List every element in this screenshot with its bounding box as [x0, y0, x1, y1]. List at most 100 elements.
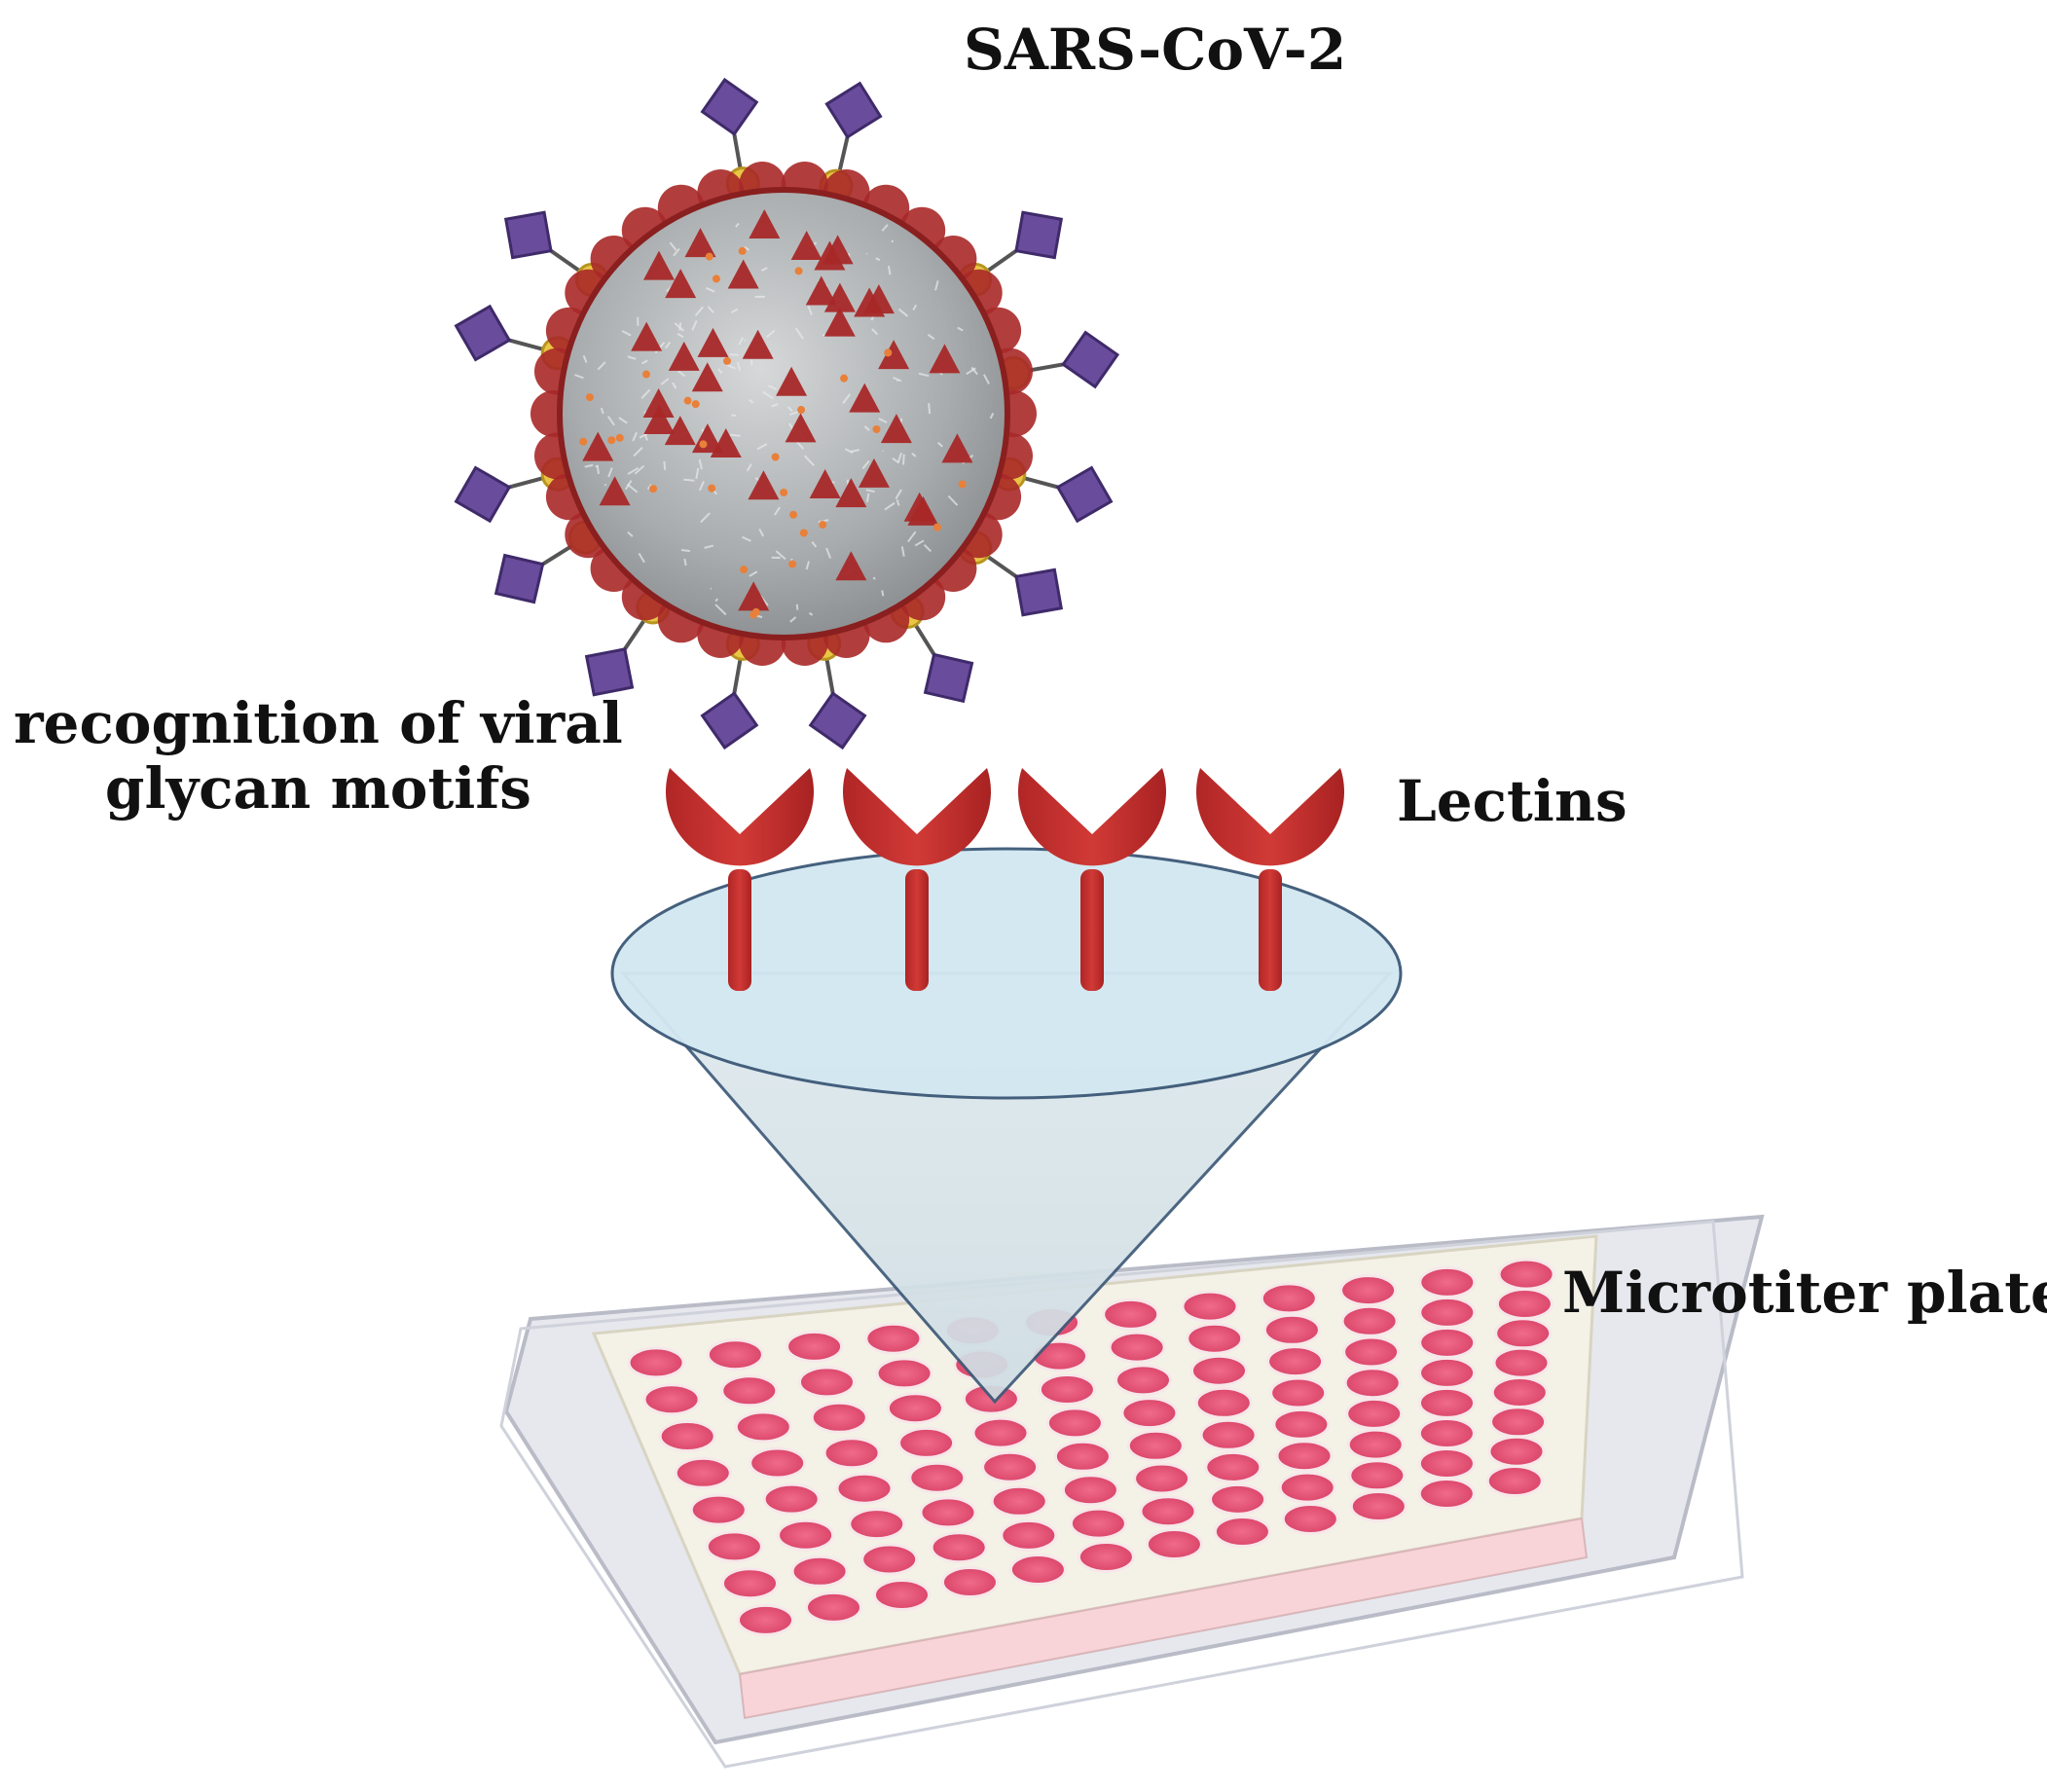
plate-well [1497, 1290, 1552, 1319]
plate-well [660, 1422, 714, 1451]
plate-well [877, 1359, 932, 1388]
plate-well [1141, 1497, 1195, 1526]
plate-well [899, 1428, 954, 1457]
glycan-diamond [826, 84, 880, 137]
plate-well [1499, 1260, 1554, 1289]
plate-well [1206, 1452, 1261, 1481]
glycan-diamond [703, 693, 757, 748]
plate-well [779, 1520, 833, 1550]
surface-fibre [797, 604, 798, 610]
plate-well [1345, 1369, 1400, 1398]
plate-well [1211, 1484, 1265, 1514]
plate-well [992, 1486, 1046, 1516]
surface-fibre [903, 455, 904, 465]
lectin-stem [1080, 869, 1104, 991]
plate-well [1110, 1333, 1164, 1362]
plate-well [1420, 1328, 1475, 1357]
virus-surface-dot [708, 485, 715, 493]
recognition-label-line1: recognition of viral [14, 691, 623, 756]
plate-well [1147, 1530, 1201, 1559]
glycan-diamond [587, 649, 633, 695]
plate-well [1196, 1388, 1251, 1417]
plate-well [1283, 1505, 1337, 1534]
plate-well [1078, 1543, 1133, 1572]
surface-fibre [683, 480, 694, 481]
virus-surface-dot [780, 489, 787, 496]
plate-well [1183, 1292, 1237, 1321]
plate-well [1420, 1388, 1475, 1417]
plate-well [800, 1368, 855, 1397]
plate-well [1002, 1520, 1056, 1550]
plate-well [1419, 1449, 1474, 1479]
lectin-head [1196, 768, 1344, 865]
lectin-head [666, 768, 814, 865]
plate-well [722, 1376, 777, 1406]
plate-well [736, 1412, 790, 1442]
virus-body [560, 190, 1007, 638]
surface-fibre [882, 590, 883, 596]
plate-well [1261, 1284, 1316, 1313]
plate-well [812, 1403, 866, 1432]
plate-well [750, 1448, 805, 1478]
virus-surface-dot [649, 485, 657, 493]
plate-well [792, 1556, 847, 1586]
plate-well [1492, 1378, 1547, 1408]
virus-surface-dot [607, 436, 615, 444]
glycan-diamond [1016, 212, 1061, 257]
glycan-diamond [811, 693, 865, 748]
plate-well [1280, 1473, 1334, 1502]
plate-well [1104, 1299, 1158, 1329]
plate-well [1351, 1492, 1406, 1521]
plate-well [921, 1498, 975, 1527]
sars-cov-2-virion [457, 80, 1117, 748]
plate-well [1063, 1476, 1117, 1505]
plate-well [629, 1348, 683, 1377]
plate-well [1188, 1324, 1242, 1353]
lectin-stem [1259, 869, 1282, 991]
plate-well [866, 1324, 921, 1353]
glycan-diamond [506, 212, 551, 257]
plate-well [850, 1510, 904, 1539]
virus-surface-dot [884, 348, 892, 356]
virus-surface-dot [789, 511, 797, 519]
plate-well [1071, 1509, 1125, 1538]
plate-well [1350, 1461, 1405, 1490]
plate-well [723, 1569, 778, 1598]
plate-well [764, 1484, 819, 1514]
glycan-diamond [1016, 569, 1061, 614]
glycan-diamond [1063, 333, 1117, 387]
glycan-diamond [496, 556, 543, 603]
plate-well [807, 1592, 861, 1622]
plate-well [1047, 1408, 1102, 1438]
virus-surface-dot [642, 371, 650, 379]
plate-well [1496, 1319, 1551, 1348]
virus-surface-dot [706, 253, 713, 261]
lectin-stem [728, 869, 751, 991]
plate-well [787, 1332, 842, 1361]
plate-well [1420, 1267, 1475, 1297]
virus-surface-dot [795, 267, 803, 274]
virus-surface-dot [713, 274, 720, 282]
virus-surface-dot [739, 247, 747, 255]
plate-well [676, 1458, 730, 1487]
plate-well [1489, 1437, 1544, 1466]
virus-surface-dot [723, 357, 731, 365]
surface-fibre [873, 577, 875, 579]
plate-well [983, 1452, 1038, 1481]
plate-well [1420, 1298, 1475, 1327]
virus-surface-dot [959, 481, 967, 489]
plate-well [1341, 1276, 1396, 1305]
plate-well [1419, 1480, 1474, 1509]
plate-well [875, 1581, 930, 1610]
plate-well [973, 1418, 1028, 1447]
virus-surface-dot [788, 561, 796, 568]
plate-well [1494, 1348, 1549, 1377]
virus-surface-dot [797, 406, 805, 414]
plate-well [837, 1474, 892, 1503]
virus-surface-dot [772, 454, 780, 461]
plate-well [1348, 1430, 1403, 1459]
glycan-diamond [457, 468, 510, 522]
surface-fibre [679, 322, 680, 330]
plate-well [1274, 1409, 1329, 1439]
